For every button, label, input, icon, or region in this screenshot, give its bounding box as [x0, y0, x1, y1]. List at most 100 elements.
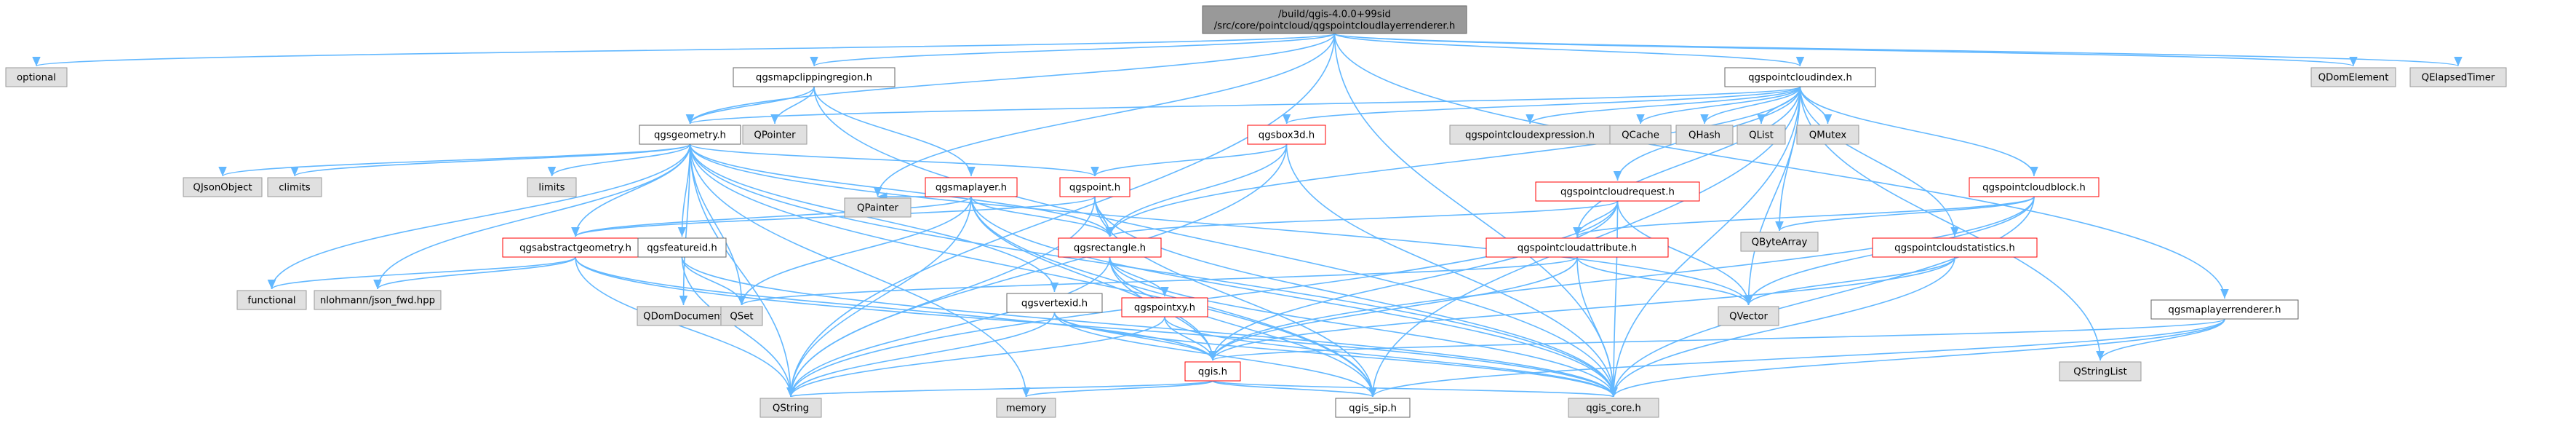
- node-label: qgspointcloudrequest.h: [1560, 187, 1675, 198]
- node-pcstats[interactable]: qgspointcloudstatistics.h: [1872, 237, 2038, 258]
- edge-pcattr-to-qvector: [1576, 256, 1753, 306]
- node-qgissip[interactable]: qgis_sip.h: [1335, 398, 1411, 418]
- edge-pcindex-to-qvector: [1744, 86, 1801, 306]
- edge-root-to-qelapsedtimer: [1333, 33, 2462, 67]
- node-pcrequest[interactable]: qgspointcloudrequest.h: [1535, 181, 1700, 202]
- node-qset: QSet: [720, 306, 763, 326]
- node-label: QVector: [1729, 312, 1768, 323]
- node-vertexid[interactable]: qgsvertexid.h: [1006, 293, 1103, 313]
- node-pcattr[interactable]: qgspointcloudattribute.h: [1486, 237, 1669, 258]
- node-pcexpr: qgspointcloudexpression.h: [1449, 125, 1611, 145]
- node-box: [1872, 237, 2038, 258]
- edge-vertexid-to-qstring: [786, 312, 1056, 398]
- edge-geometry-to-point: [689, 143, 1099, 177]
- edge-point-to-qstring: [786, 196, 1096, 398]
- node-pointxy[interactable]: qgspointxy.h: [1121, 297, 1208, 317]
- node-qhash: QHash: [1675, 125, 1734, 145]
- node-box: [720, 306, 763, 326]
- edge-pcindex-to-pcexpr: [1526, 86, 1801, 125]
- node-memory: memory: [996, 398, 1056, 418]
- edge-geometry-to-vertexid: [689, 143, 1059, 293]
- edge-pcindex-to-qgiscore: [1609, 86, 1801, 398]
- node-mapclip[interactable]: qgsmapclippingregion.h: [733, 67, 896, 87]
- node-featureid[interactable]: qgsfeatureid.h: [637, 237, 727, 258]
- node-label: qgis.h: [1198, 367, 1227, 378]
- edge-pcrequest-to-qvector: [1616, 200, 1753, 306]
- node-box: [1796, 125, 1859, 145]
- node-rectangle[interactable]: qgsrectangle.h: [1058, 237, 1162, 258]
- node-label: qgsmapclippingregion.h: [756, 73, 872, 84]
- node-geometry[interactable]: qgsgeometry.h: [639, 125, 741, 145]
- edge-pointxy-to-qstring: [786, 316, 1165, 398]
- node-limits: limits: [527, 177, 577, 197]
- node-box: [1058, 237, 1162, 258]
- node-box: [267, 177, 322, 197]
- node-pcblock[interactable]: qgspointcloudblock.h: [1969, 177, 2100, 197]
- node-box: [637, 237, 727, 258]
- edge-mapclip-to-qpointer: [770, 86, 815, 125]
- node-nlohmann: nlohmann/json_fwd.hpp: [314, 290, 442, 310]
- edge-geometry-to-qgiscore: [689, 143, 1618, 398]
- node-qgis[interactable]: qgis.h: [1184, 361, 1241, 382]
- node-qdomelement: QDomElement: [2310, 67, 2396, 87]
- edge-pcrequest-to-qgiscore: [1609, 200, 1619, 398]
- node-box: [183, 177, 263, 197]
- node-box: [925, 177, 1018, 197]
- node-qmutex: QMutex: [1796, 125, 1859, 145]
- node-label: QJsonObject: [193, 183, 252, 194]
- node-maplayer[interactable]: qgsmaplayer.h: [925, 177, 1018, 197]
- node-qelapsedtimer: QElapsedTimer: [2409, 67, 2507, 87]
- node-box: [1247, 125, 1326, 145]
- node-box: [1202, 5, 1467, 34]
- node-label: qgsabstractgeometry.h: [519, 243, 631, 254]
- edge-vertexid-to-qgis: [1053, 312, 1217, 361]
- node-label: QMutex: [1809, 130, 1847, 141]
- edge-maplayerrenderer-to-qgiscore: [1609, 318, 2225, 398]
- node-root[interactable]: /build/qgis-4.0.0+99sid/src/core/pointcl…: [1202, 5, 1467, 34]
- edge-maplayer-to-qgiscore: [970, 196, 1618, 398]
- node-box: [1535, 181, 1700, 202]
- file-nodes: /build/qgis-4.0.0+99sid/src/core/pointcl…: [5, 5, 2507, 418]
- node-label: optional: [17, 73, 56, 84]
- node-qlist: QList: [1736, 125, 1786, 145]
- node-absgeom[interactable]: qgsabstractgeometry.h: [502, 237, 649, 258]
- node-box: [1718, 306, 1779, 326]
- node-point[interactable]: qgspoint.h: [1059, 177, 1131, 197]
- edge-pcblock-to-qgiscore: [1609, 196, 2035, 398]
- edge-pcattr-to-qgiscore: [1576, 256, 1618, 398]
- edge-mapclip-to-qgiscore: [813, 86, 1618, 398]
- node-box: [1335, 398, 1411, 418]
- node-label: qgspoint.h: [1069, 183, 1120, 194]
- node-box3d[interactable]: qgsbox3d.h: [1247, 125, 1326, 145]
- edge-pcindex-to-geometry: [686, 86, 1801, 125]
- edge-maplayer-to-qset: [737, 196, 972, 306]
- edge-absgeom-to-nlohmann: [373, 256, 576, 290]
- node-qcache: QCache: [1609, 125, 1672, 145]
- node-box: [1059, 177, 1131, 197]
- node-qstringlist: QStringList: [2059, 361, 2142, 382]
- node-box: [1675, 125, 1734, 145]
- node-box: [1006, 293, 1103, 313]
- edge-pcstats-to-qgiscore: [1609, 256, 1955, 398]
- edge-pcindex-to-pcblock: [1799, 86, 2038, 177]
- node-box: [637, 306, 730, 326]
- edge-geometry-to-qgissip: [689, 143, 1377, 398]
- node-box: [2150, 299, 2299, 320]
- node-label: qgspointcloudexpression.h: [1465, 130, 1595, 141]
- node-label: QCache: [1622, 130, 1659, 141]
- edge-maplayerrenderer-to-qgis: [1208, 318, 2225, 361]
- edge-pointxy-to-qgiscore: [1164, 316, 1618, 398]
- edge-vertexid-to-qgiscore: [1053, 312, 1618, 398]
- node-box: [5, 67, 68, 87]
- node-qgiscore: qgis_core.h: [1568, 398, 1659, 418]
- edge-geometry-to-climits: [290, 143, 691, 177]
- node-box: [1609, 125, 1672, 145]
- node-label: qgspointcloudstatistics.h: [1894, 243, 2015, 254]
- node-maplayerrenderer[interactable]: qgsmaplayerrenderer.h: [2150, 299, 2299, 320]
- node-qbytearray: QByteArray: [1740, 232, 1819, 252]
- node-box: [639, 125, 741, 145]
- edge-geometry-to-qdomdocument: [679, 143, 691, 306]
- node-label: qgsmaplayerrenderer.h: [2168, 305, 2281, 316]
- node-pcindex[interactable]: qgspointcloudindex.h: [1724, 67, 1876, 87]
- node-box: [1969, 177, 2100, 197]
